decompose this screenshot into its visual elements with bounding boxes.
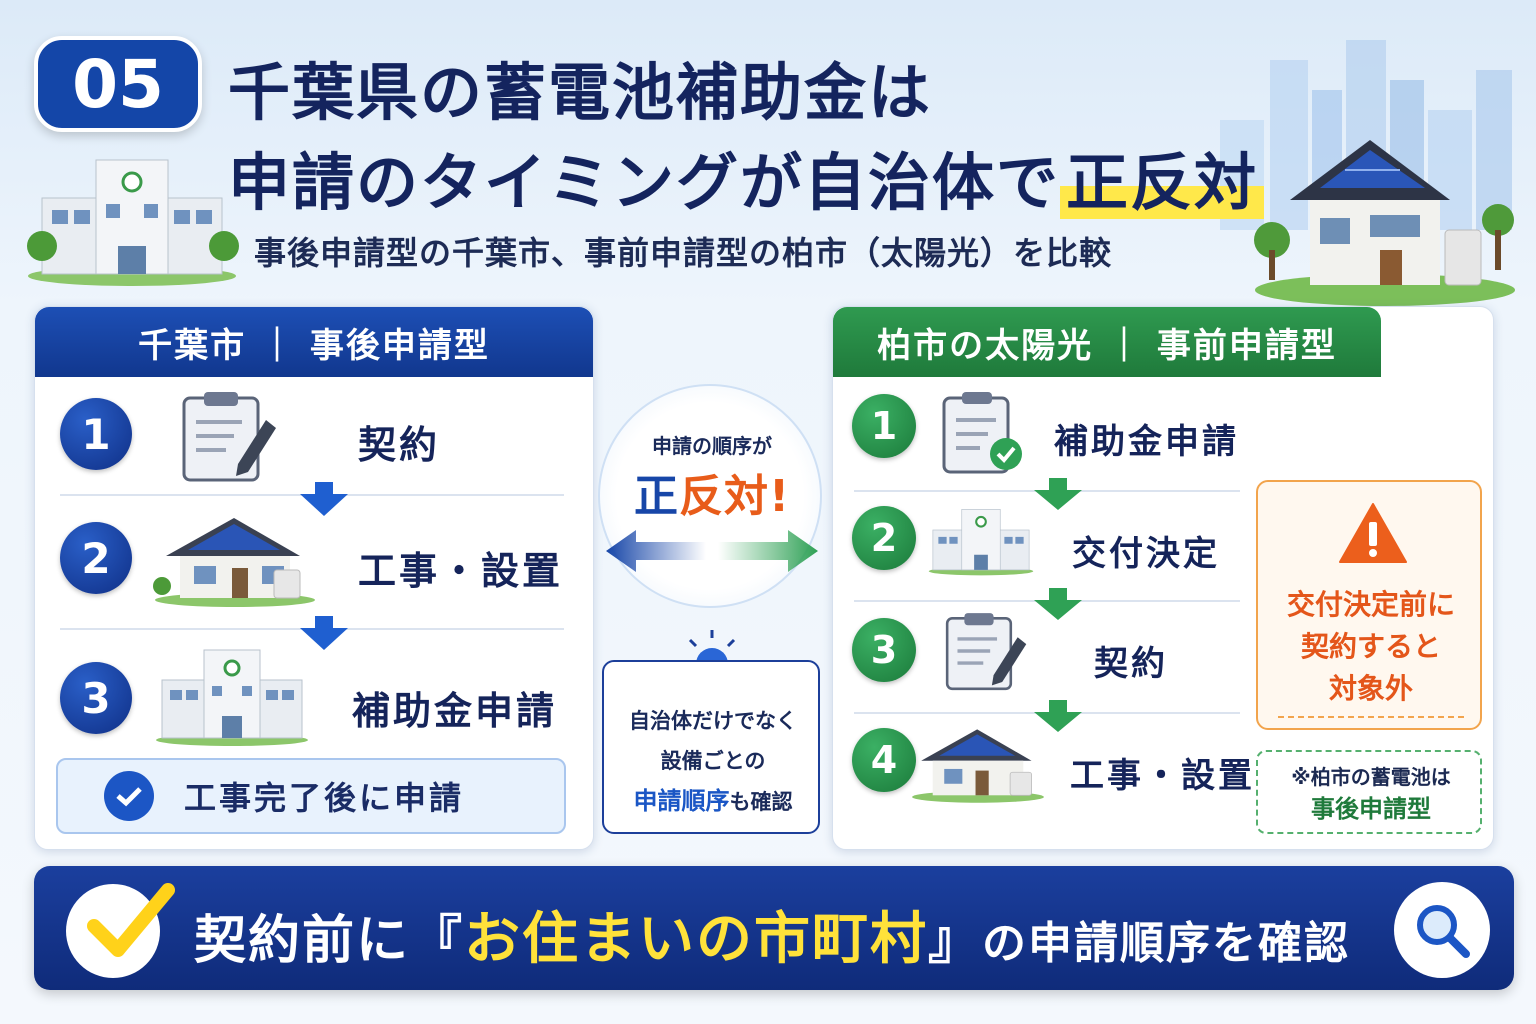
right-down-arrow-3 [1034,700,1082,732]
banner-check-circle [66,883,175,978]
left-step-1-number: 1 [60,398,132,470]
banner-text: 契約前に『お住まいの市町村』の申請順序を確認 [194,907,1351,972]
warning-dashed-line [1278,716,1464,718]
search-icon [1417,905,1470,958]
tip-line2: 設備ごとの [660,749,766,773]
solar-house-icon [153,518,315,607]
tip-line1: 自治体だけでなく [629,709,797,733]
left-note-text: 工事完了後に申請 [184,779,465,817]
right-step-4-number: 4 [852,728,916,792]
right-step-1-number: 1 [852,394,916,458]
left-step-2-number: 2 [60,522,132,594]
left-down-arrow-1 [300,482,348,516]
banner-search-circle [1394,882,1490,978]
tip-line3: 申請順序も確認 [633,787,793,815]
center-big-text: 正反対! [633,471,791,522]
right-step-2-label: 交付決定 [1072,534,1220,574]
page-subtitle: 事後申請型の千葉市、事前申請型の柏市（太陽光）を比較 [254,234,1113,272]
kashiwa-note-line1: ※柏市の蓄電池は [1291,765,1451,789]
left-step-2-label: 工事・設置 [358,549,564,593]
warning-line2: 契約すると [1300,630,1441,663]
check-icon [104,771,154,821]
kashiwa-battery-note: ※柏市の蓄電池は 事後申請型 [1256,750,1482,834]
title-line2-text: 申請のタイミングが自治体で [228,146,1061,219]
tip-box: 自治体だけでなく 設備ごとの 申請順序も確認 [602,660,820,834]
page-title-line2: 申請のタイミングが自治体で正反対 [228,132,1265,222]
city-hall-illustration [27,159,239,286]
right-step-4-label: 工事・設置 [1070,756,1255,796]
kashiwa-note-line2: 事後申請型 [1311,795,1431,823]
right-step-3-number: 3 [852,618,916,682]
solar-house-illustration [1254,140,1515,306]
warning-line3: 対象外 [1328,672,1413,705]
right-step-2-number: 2 [852,506,916,570]
check-mark-icon [87,883,175,957]
left-step-1-label: 契約 [358,423,441,467]
right-step-1-label: 補助金申請 [1054,422,1239,462]
warning-line1: 交付決定前に [1286,588,1455,621]
left-down-arrow-2 [300,616,348,650]
left-step-3-label: 補助金申請 [352,689,558,733]
section-number-badge: 05 [34,36,202,132]
page-title-line1: 千葉県の蓄電池補助金は [228,56,933,129]
left-step-3-number: 3 [60,662,132,734]
chiba-card-heading: 千葉市 ｜ 事後申請型 [35,307,593,377]
right-down-arrow-1 [1034,478,1082,510]
right-step-3-label: 契約 [1094,644,1168,684]
clipboard-check-icon [942,392,1022,474]
warning-icon [1339,503,1407,563]
solar-house-icon [912,729,1044,803]
warning-box: 交付決定前に 契約すると 対象外 [1256,480,1482,730]
clipboard-icon [182,392,276,482]
left-note-box: 工事完了後に申請 [56,758,566,834]
title-highlight: 正反対 [1060,146,1265,219]
clipboard-icon [945,613,1027,691]
kashiwa-card-heading: 柏市の太陽光 ｜ 事前申請型 [833,307,1381,377]
right-down-arrow-2 [1034,588,1082,620]
bottom-banner: 契約前に『お住まいの市町村』の申請順序を確認 [34,866,1514,990]
reverse-order-circle: 申請の順序が 正反対! [598,384,822,608]
city-hall-icon [156,649,308,746]
center-small-text: 申請の順序が [652,434,772,458]
city-hall-icon [928,509,1034,576]
bidirectional-arrow-icon [606,530,818,572]
